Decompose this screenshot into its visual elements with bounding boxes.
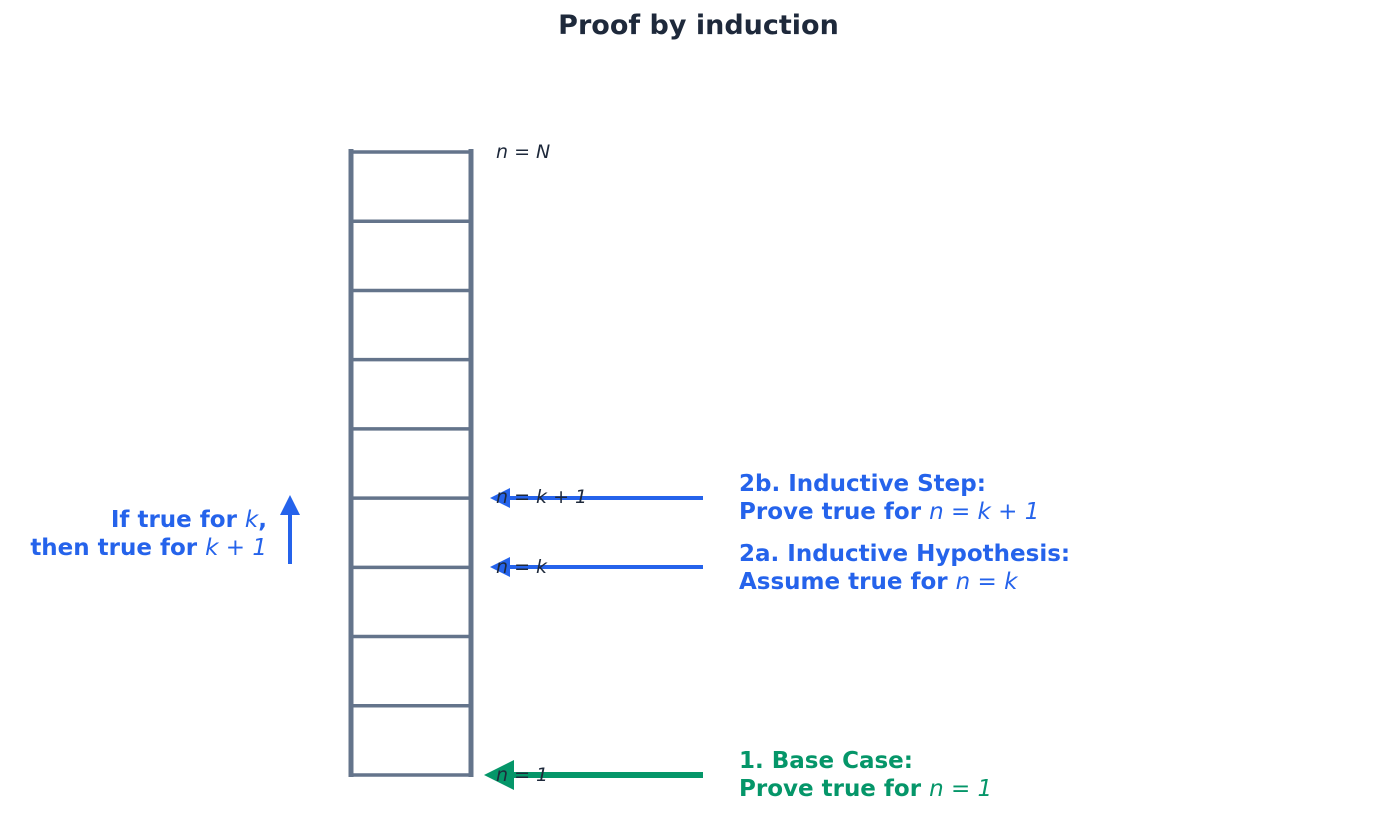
climb-note-math1: k	[244, 507, 259, 533]
inductive-step-heading: 2b. Inductive Step:	[739, 471, 986, 497]
diagram-title: Proof by induction	[558, 10, 839, 41]
inductive-step-text: 2b. Inductive Step: Prove true for n = k…	[739, 470, 1039, 526]
rung-label-k: n = k	[496, 556, 548, 578]
climb-note-math2: k + 1	[205, 535, 267, 561]
climb-note: If true for k, then true for k + 1	[30, 506, 267, 562]
rung-label-k-plus-1: n = k + 1	[496, 486, 588, 508]
climb-note-prefix2: then true for	[30, 535, 206, 561]
base-case-text: 1. Base Case: Prove true for n = 1	[739, 747, 992, 803]
base-case-detail: Prove true for n = 1	[739, 775, 992, 803]
climb-note-line1: If true for k,	[30, 506, 267, 534]
hypothesis-math: n = k	[955, 569, 1018, 595]
rung-label-bottom: n = 1	[496, 764, 549, 786]
inductive-step-detail: Prove true for n = k + 1	[739, 498, 1039, 526]
climb-note-suffix1: ,	[258, 507, 267, 533]
hypothesis-detail: Assume true for n = k	[739, 568, 1070, 596]
hypothesis-text: 2a. Inductive Hypothesis: Assume true fo…	[739, 540, 1070, 596]
inductive-step-math: n = k + 1	[929, 499, 1040, 525]
base-case-prefix: Prove true for	[739, 776, 930, 802]
climb-note-line2: then true for k + 1	[30, 534, 267, 562]
hypothesis-heading: 2a. Inductive Hypothesis:	[739, 541, 1071, 567]
inductive-step-prefix: Prove true for	[739, 499, 930, 525]
hypothesis-prefix: Assume true for	[739, 569, 956, 595]
climb-note-prefix1: If true for	[110, 507, 245, 533]
ladder-rungs	[351, 150, 471, 777]
rung-label-top: n = N	[496, 141, 551, 163]
base-case-heading: 1. Base Case:	[739, 748, 913, 774]
base-case-math: n = 1	[929, 776, 993, 802]
